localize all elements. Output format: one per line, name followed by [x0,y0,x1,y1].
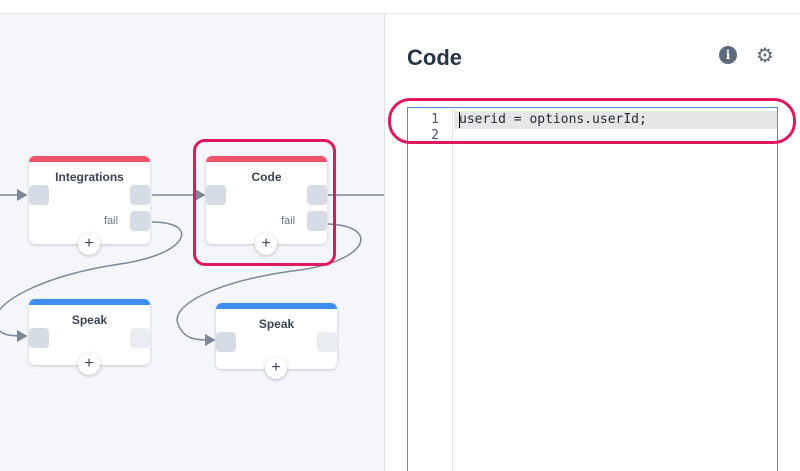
node-title: Speak [258,317,295,331]
wire-integrations-fail [0,221,183,342]
line-number: 1 [431,112,439,127]
input-port[interactable] [216,332,236,352]
input-port[interactable] [206,185,226,205]
add-step-button[interactable]: + [78,233,100,255]
connection-wires [0,189,384,346]
node-color-bar [206,156,327,162]
line-number: 2 [431,128,439,143]
success-port[interactable] [130,185,150,205]
text-cursor [459,112,460,128]
speak-node[interactable]: Speak + [29,299,150,375]
input-port[interactable] [29,328,49,348]
code-line-highlight [388,98,796,144]
integrations-node[interactable]: Integrations fail + [29,156,150,255]
add-step-button[interactable]: + [255,233,277,255]
success-port[interactable] [307,185,327,205]
output-port[interactable] [317,332,337,352]
node-color-bar [29,156,150,162]
add-step-button[interactable]: + [78,353,100,375]
output-port[interactable] [130,328,150,348]
node-color-bar [216,303,337,309]
panel-title: Code [407,45,462,70]
flow-canvas[interactable]: Integrations fail + Code fail + Speak + … [0,14,384,471]
add-step-button[interactable]: + [265,357,287,379]
code-panel: Code i ⚙ 1 2 userid = options.userId; [384,14,800,471]
fail-label: fail [104,215,119,227]
fail-label: fail [281,215,296,227]
active-line-highlight [454,111,777,129]
line-number-gutter [408,108,453,471]
input-port[interactable] [29,185,49,205]
info-icon[interactable]: i [719,46,737,64]
node-title: Code [251,170,282,184]
fail-port[interactable] [130,211,150,231]
wire-code-fail [176,223,362,346]
code-editor[interactable]: 1 2 userid = options.userId; [407,107,778,471]
node-color-bar [29,299,150,305]
node-title: Integrations [55,170,124,184]
code-line[interactable]: userid = options.userId; [459,112,647,127]
code-node[interactable]: Code fail + [206,156,327,255]
code-node-highlight [193,139,336,266]
node-title: Speak [71,313,108,327]
gear-icon[interactable]: ⚙ [756,43,774,67]
top-bar [0,0,800,14]
speak-node[interactable]: Speak + [216,303,337,379]
fail-port[interactable] [307,211,327,231]
